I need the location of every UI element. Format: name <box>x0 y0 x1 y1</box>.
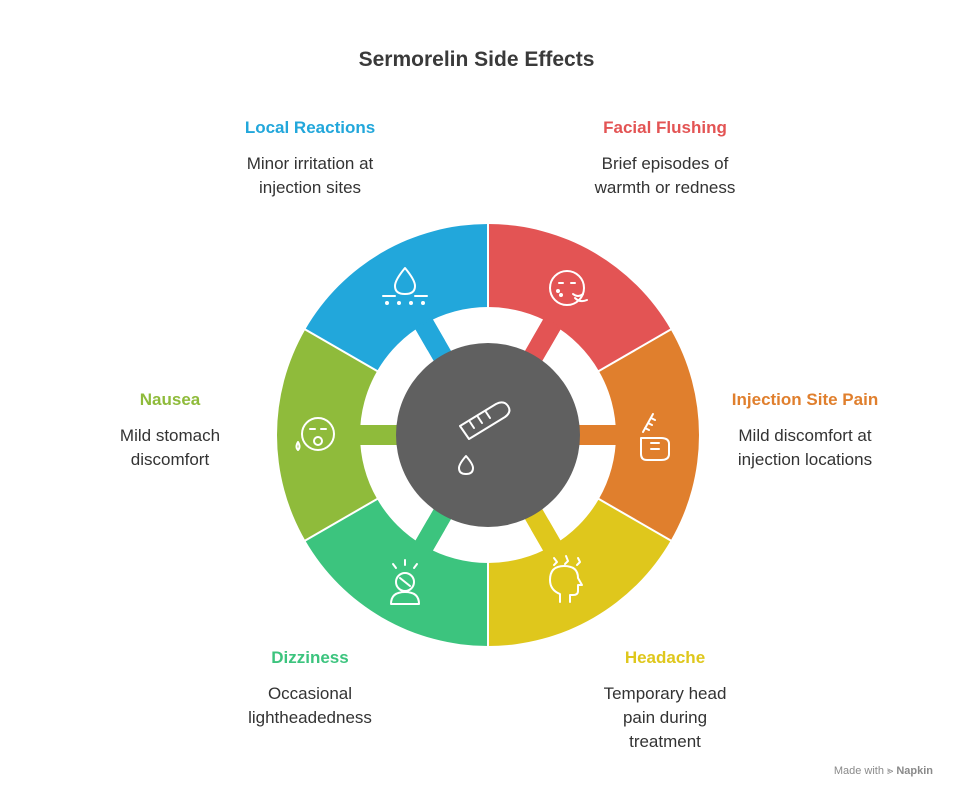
segment-divider <box>596 327 673 373</box>
segment-divider <box>303 327 380 373</box>
label-nausea: Nausea Mild stomach discomfort <box>85 390 255 472</box>
segment-facial-flushing <box>488 224 671 371</box>
dizzy-person-icon <box>390 559 420 605</box>
description-nausea: Mild stomach discomfort <box>119 426 221 469</box>
syringe-hand-icon <box>640 413 670 461</box>
napkin-logo-icon: ⪢ <box>887 765 894 777</box>
label-injection-site-pain: Injection Site Pain Mild discomfort at i… <box>715 390 895 472</box>
description-facial-flushing: Brief episodes of warmth or redness <box>594 154 736 197</box>
segment-dizziness <box>305 499 488 646</box>
heading-facial-flushing: Facial Flushing <box>603 118 727 137</box>
heading-nausea: Nausea <box>139 390 201 409</box>
heading-headache: Headache <box>624 648 706 667</box>
connector-bridge-local-reactions <box>415 319 452 363</box>
nauseous-face-icon <box>295 417 335 451</box>
label-local-reactions: Local Reactions Minor irritation at inje… <box>210 118 410 200</box>
test-tube-drop-icon <box>458 401 511 475</box>
segment-local-reactions <box>305 224 488 371</box>
segment-headache <box>488 499 671 646</box>
connector-bridge-injection-site-pain <box>578 425 616 445</box>
description-headache: Temporary head pain during treatment <box>603 684 727 751</box>
label-headache: Headache Temporary head pain during trea… <box>565 648 765 754</box>
diagram-title: Sermorelin Side Effects <box>358 48 595 71</box>
heading-local-reactions: Local Reactions <box>244 118 376 137</box>
connector-bridge-nausea <box>360 425 398 445</box>
footer-brand: Napkin <box>896 765 933 777</box>
center-hub <box>396 343 580 527</box>
connector-bridge-dizziness <box>415 507 452 551</box>
segment-nausea <box>277 329 378 541</box>
connector-bridge-facial-flushing <box>524 319 561 363</box>
footer-prefix: Made with <box>833 765 884 777</box>
connector-bridge-headache <box>524 507 561 551</box>
heading-dizziness: Dizziness <box>271 648 349 667</box>
skin-droplet-icon <box>382 267 428 305</box>
heading-injection-site-pain: Injection Site Pain <box>731 390 879 409</box>
label-dizziness: Dizziness Occasional lightheadedness <box>210 648 410 730</box>
description-injection-site-pain: Mild discomfort at injection locations <box>737 426 873 469</box>
footer-credit: Made with ⪢ Napkin <box>834 765 933 778</box>
label-facial-flushing: Facial Flushing Brief episodes of warmth… <box>565 118 765 200</box>
flushed-face-icon <box>549 270 588 306</box>
segment-divider <box>303 497 380 543</box>
description-dizziness: Occasional lightheadedness <box>248 684 372 727</box>
segment-divider <box>596 497 673 543</box>
description-local-reactions: Minor irritation at injection sites <box>246 154 374 197</box>
segment-injection-site-pain <box>598 329 699 541</box>
head-pain-icon <box>549 555 583 603</box>
